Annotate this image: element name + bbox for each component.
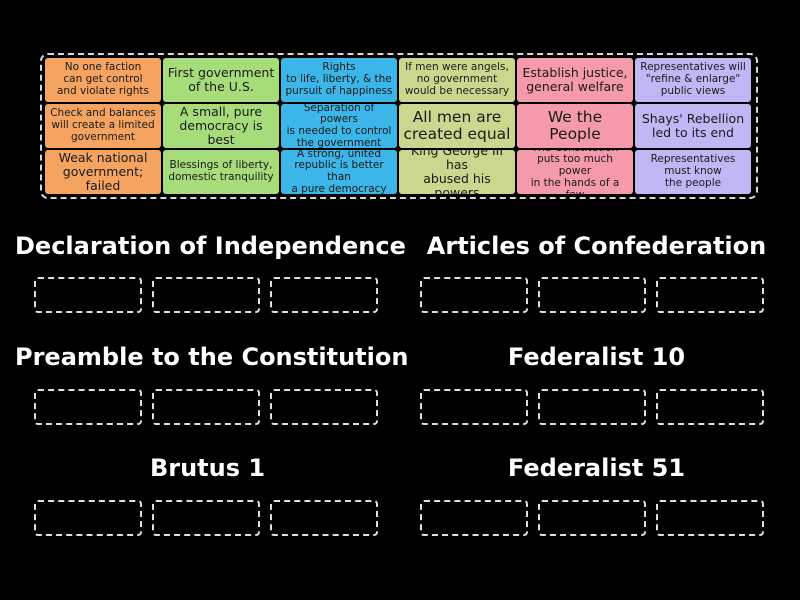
answer-card[interactable]: Representatives must know the people: [635, 150, 751, 194]
drop-slot-group: [34, 500, 378, 536]
answer-card[interactable]: The Constitution puts too much power in …: [517, 150, 633, 194]
category-title: Preamble to the Constitution: [15, 343, 409, 371]
answer-card[interactable]: Shays' Rebellion led to its end: [635, 104, 751, 148]
category-title: Brutus 1: [149, 454, 266, 482]
drop-slot-group: [420, 389, 764, 425]
drop-slot[interactable]: [270, 277, 378, 313]
card-tray: [40, 53, 758, 199]
answer-card[interactable]: Blessings of liberty, domestic tranquili…: [163, 150, 279, 194]
answer-card[interactable]: All men are created equal: [399, 104, 515, 148]
category-title: Declaration of Independence: [15, 232, 406, 260]
drop-slot-group: [420, 277, 764, 313]
drop-slot[interactable]: [656, 277, 764, 313]
answer-card[interactable]: King George III has abused his powers: [399, 150, 515, 194]
answer-card[interactable]: First government of the U.S.: [163, 58, 279, 102]
card-grid: No one faction can get control and viola…: [45, 58, 751, 194]
drop-slot[interactable]: [538, 500, 646, 536]
answer-card[interactable]: A small, pure democracy is best: [163, 104, 279, 148]
drop-slot[interactable]: [656, 389, 764, 425]
drop-slot-group: [420, 500, 764, 536]
answer-card[interactable]: We the People: [517, 104, 633, 148]
answer-card[interactable]: If men were angels, no government would …: [399, 58, 515, 102]
drop-slot[interactable]: [420, 277, 528, 313]
category-title: Articles of Confederation: [426, 232, 767, 260]
drop-slot[interactable]: [34, 389, 142, 425]
category-title: Federalist 10: [507, 343, 686, 371]
drop-slot[interactable]: [270, 500, 378, 536]
answer-card[interactable]: Check and balances will create a limited…: [45, 104, 161, 148]
drop-slot[interactable]: [152, 389, 260, 425]
drop-slot-group: [34, 389, 378, 425]
answer-card[interactable]: Rights to life, liberty, & the pursuit o…: [281, 58, 397, 102]
drop-slot[interactable]: [420, 389, 528, 425]
answer-card[interactable]: Separation of powers is needed to contro…: [281, 104, 397, 148]
drop-slot[interactable]: [34, 277, 142, 313]
drop-slot[interactable]: [656, 500, 764, 536]
drop-slot[interactable]: [538, 389, 646, 425]
answer-card[interactable]: Representatives will "refine & enlarge" …: [635, 58, 751, 102]
answer-card[interactable]: Weak national government; failed: [45, 150, 161, 194]
drop-slot[interactable]: [538, 277, 646, 313]
drop-slot[interactable]: [270, 389, 378, 425]
answer-card[interactable]: No one faction can get control and viola…: [45, 58, 161, 102]
drop-slot-group: [34, 277, 378, 313]
drop-slot[interactable]: [420, 500, 528, 536]
answer-card[interactable]: Establish justice, general welfare: [517, 58, 633, 102]
category-title: Federalist 51: [507, 454, 686, 482]
answer-card[interactable]: A strong, united republic is better than…: [281, 150, 397, 194]
drop-slot[interactable]: [152, 500, 260, 536]
drop-slot[interactable]: [34, 500, 142, 536]
drop-slot[interactable]: [152, 277, 260, 313]
